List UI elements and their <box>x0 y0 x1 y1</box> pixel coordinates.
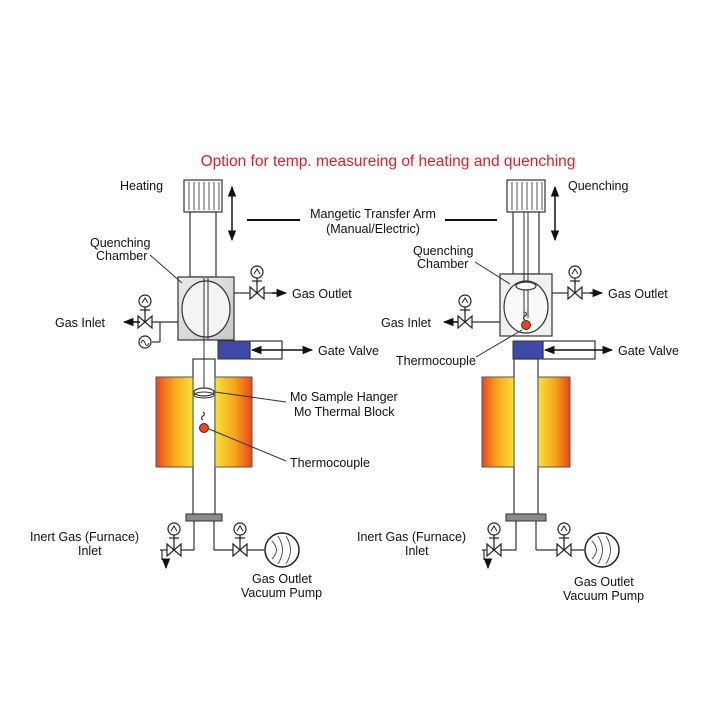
heating-gas-outlet-label: Gas Outlet <box>292 287 352 301</box>
quenching-gas-inlet-label: Gas Inlet <box>381 316 432 330</box>
heating-furnace-right <box>214 376 253 468</box>
quenching-thermocouple <box>521 320 531 330</box>
heating-configuration: Heating Quenching Chamber Gas Outlet Gas… <box>30 179 398 600</box>
heating-pump-label-line2: Vacuum Pump <box>241 586 322 600</box>
quenching-transfer-arm-head <box>506 179 546 213</box>
quenching-thermocouple-leader <box>475 329 523 358</box>
quenching-chamber-window <box>503 280 549 334</box>
quenching-thermocouple-label: Thermocouple <box>396 354 476 368</box>
quenching-furnace-tube <box>513 358 539 515</box>
heating-sample-hanger-label: Mo Sample Hanger <box>290 390 398 404</box>
heating-thermocouple <box>199 423 209 433</box>
quenching-furnace-left <box>481 376 515 468</box>
transfer-arm-label-line1: Mangetic Transfer Arm <box>310 207 436 221</box>
transfer-arm-label-line2: (Manual/Electric) <box>326 222 420 236</box>
quenching-pump-label-line1: Gas Outlet <box>574 575 634 589</box>
heating-vacuum-pump <box>264 532 300 568</box>
heating-gate-valve <box>217 340 251 360</box>
heating-hanger-leader <box>214 391 287 403</box>
quenching-gate-valve <box>512 340 544 360</box>
heating-pump-label-line1: Gas Outlet <box>252 572 312 586</box>
heating-chamber-leader <box>149 254 183 284</box>
heating-arm-tube <box>189 211 217 278</box>
heating-gate-valve-label: Gate Valve <box>318 344 379 358</box>
heating-chamber-window <box>181 280 231 338</box>
quenching-quenching-chamber-label-line2: Chamber <box>417 257 468 271</box>
quenching-quenching-chamber-label-line1: Quenching <box>413 244 474 258</box>
quenching-chamber-leader <box>474 261 511 285</box>
quenching-inert-gas-label-line1: Inert Gas (Furnace) <box>357 530 466 544</box>
heating-inert-gas-label-line2: Inlet <box>78 544 102 558</box>
heating-thermal-block-label: Mo Thermal Block <box>294 405 395 419</box>
quenching-label: Quenching <box>568 179 629 193</box>
quenching-pump-label-line2: Vacuum Pump <box>563 589 644 603</box>
quenching-inert-gas-label-line2: Inlet <box>405 544 429 558</box>
diagram-title: Option for temp. measureing of heating a… <box>201 153 576 170</box>
quenching-arm-tube <box>512 211 540 275</box>
quenching-bottom-flange <box>505 513 547 522</box>
heating-quenching-chamber-label-line1: Quenching <box>90 236 151 250</box>
heating-thermocouple-label: Thermocouple <box>290 456 370 470</box>
quenching-vacuum-pump <box>584 532 620 568</box>
heating-label: Heating <box>120 179 163 193</box>
heating-furnace-left <box>155 376 194 468</box>
heating-transfer-arm-head <box>183 179 223 213</box>
quenching-gas-outlet-label: Gas Outlet <box>608 287 668 301</box>
quenching-furnace-right <box>537 376 571 468</box>
heating-inert-gas-label-line1: Inert Gas (Furnace) <box>30 530 139 544</box>
heating-bottom-flange <box>185 513 223 522</box>
heating-quenching-chamber-label-line2: Chamber <box>96 249 147 263</box>
quenching-gate-valve-label: Gate Valve <box>618 344 679 358</box>
quenching-configuration: Quenching Quenching Chamber Gas Outlet G… <box>357 179 679 603</box>
quenching-sample-hanger <box>515 281 537 291</box>
heating-gas-inlet-label: Gas Inlet <box>55 316 106 330</box>
heating-thermocouple-leader <box>208 428 287 462</box>
